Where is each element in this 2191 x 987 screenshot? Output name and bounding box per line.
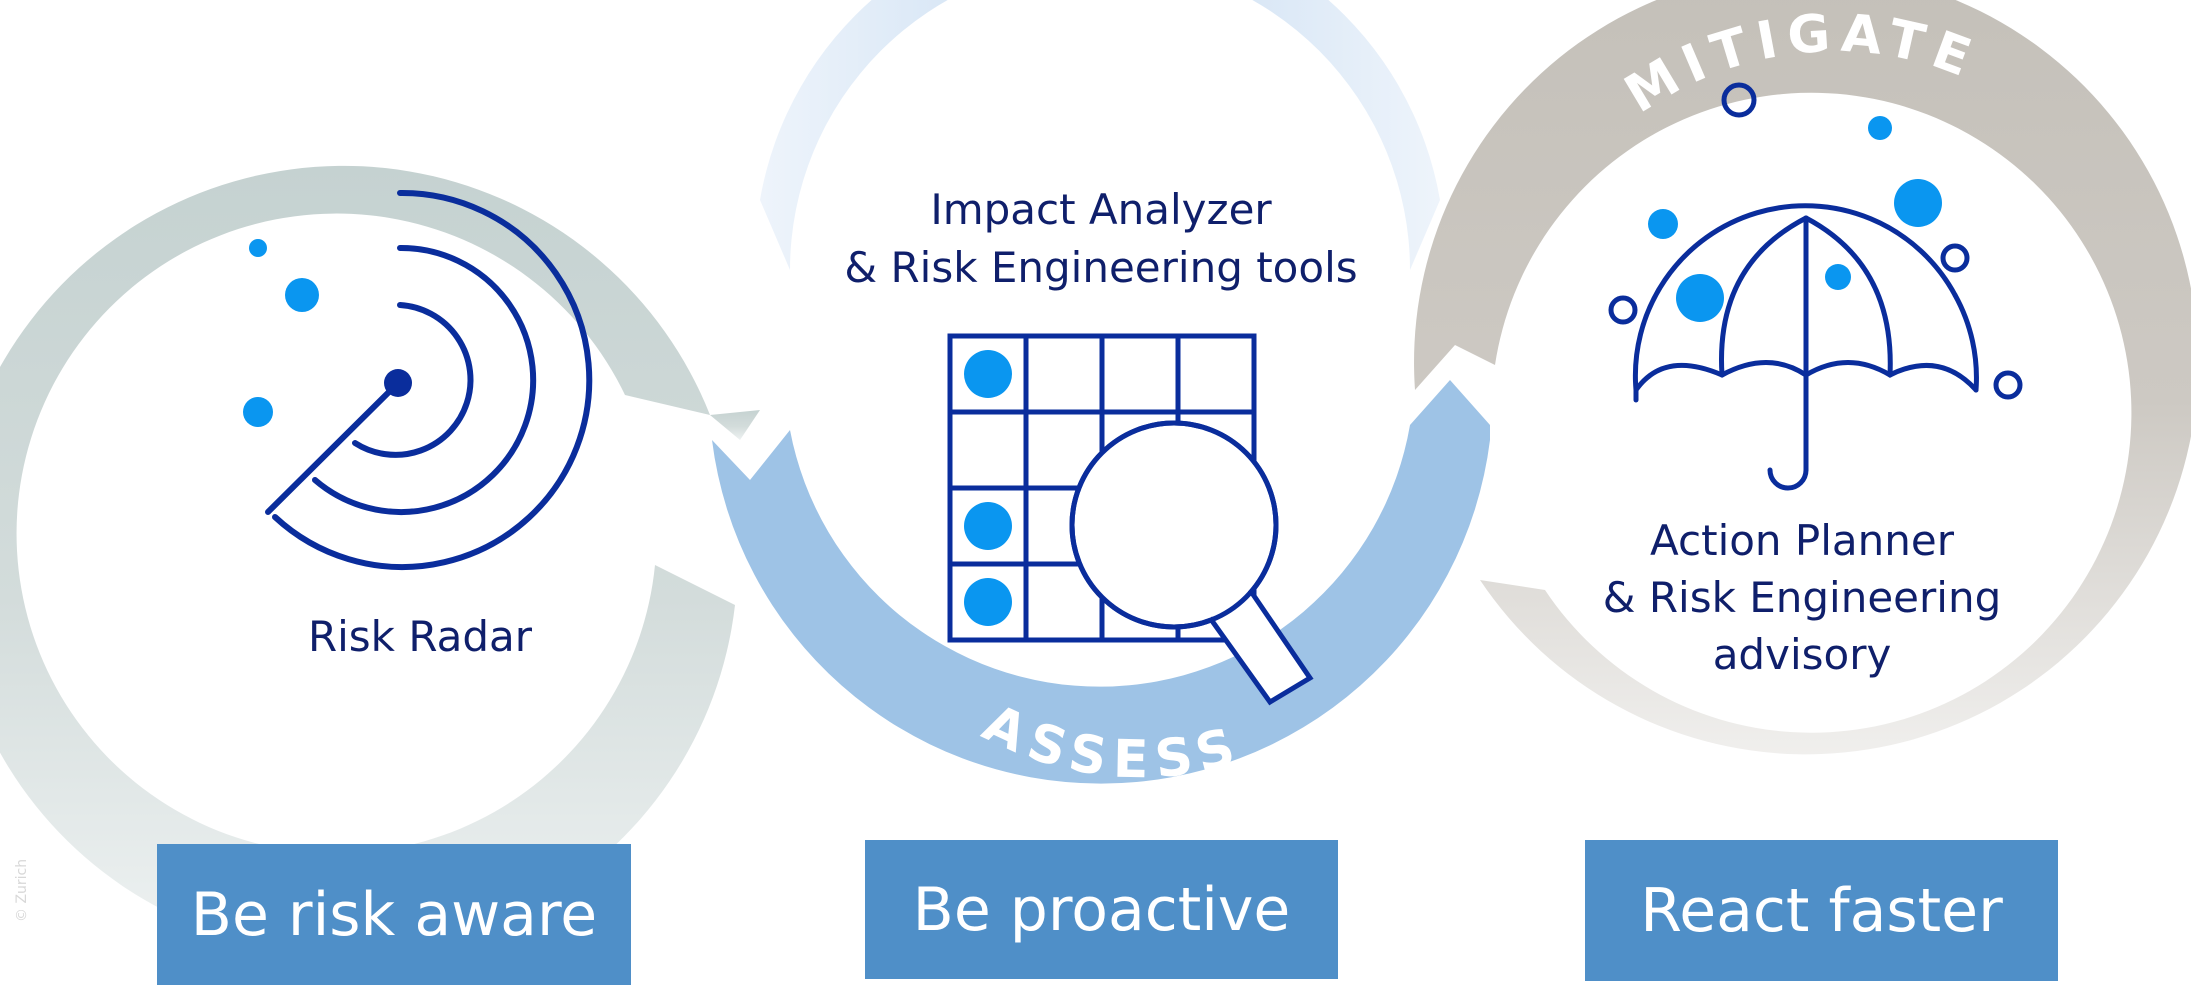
identify-ring-title: IDENTIFY	[229, 23, 597, 141]
assess-tool-label-line1: Impact Analyzer	[930, 185, 1272, 234]
identify-ring: IDENTIFY	[0, 23, 760, 954]
benefit-box-react-faster: React faster	[1585, 840, 2058, 981]
benefit-box-be-risk-aware: Be risk aware	[157, 844, 631, 985]
benefit-label: React faster	[1640, 875, 2003, 946]
umbrella-icon	[1608, 82, 2023, 491]
benefit-label: Be proactive	[912, 874, 1291, 945]
mitigate-tool-label-line2: & Risk Engineering	[1603, 573, 2002, 622]
assess-tool-label-line2: & Risk Engineering tools	[844, 243, 1357, 292]
mitigate-tool-label-line1: Action Planner	[1650, 516, 1955, 565]
benefit-box-be-proactive: Be proactive	[865, 840, 1338, 979]
identify-tool-label: Risk Radar	[308, 612, 533, 661]
copyright-notice: © Zurich	[14, 858, 30, 922]
magnifier-grid-icon	[947, 333, 1314, 706]
radar-icon	[243, 189, 593, 570]
mitigate-tool-label-line3: advisory	[1713, 630, 1892, 679]
benefit-label: Be risk aware	[190, 879, 598, 950]
